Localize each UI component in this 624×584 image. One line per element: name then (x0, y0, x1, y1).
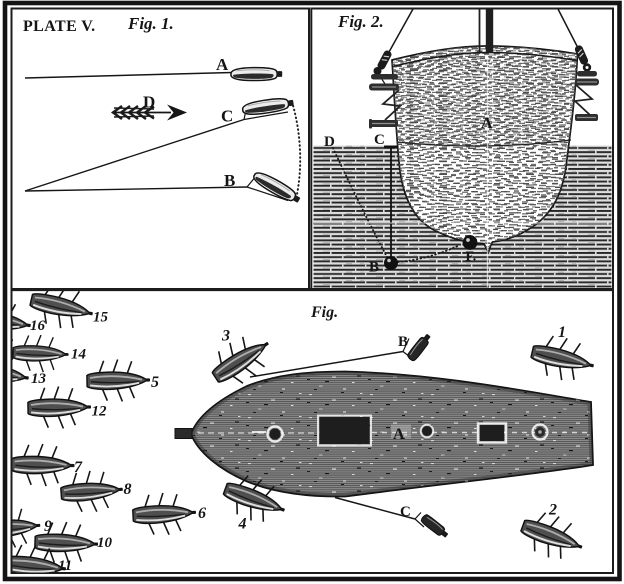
svg-text:A: A (481, 115, 493, 132)
svg-text:4: 4 (238, 516, 247, 533)
svg-text:15: 15 (93, 310, 109, 326)
svg-text:C: C (221, 107, 233, 126)
svg-text:B: B (369, 260, 379, 276)
svg-text:8: 8 (124, 481, 132, 498)
svg-text:14: 14 (71, 347, 87, 363)
svg-text:3: 3 (221, 328, 230, 345)
svg-text:9: 9 (44, 518, 52, 535)
svg-text:1: 1 (558, 324, 566, 341)
svg-text:A: A (393, 426, 405, 443)
svg-text:13: 13 (31, 371, 47, 387)
svg-text:2: 2 (548, 502, 557, 519)
svg-text:12: 12 (92, 404, 108, 420)
svg-text:7: 7 (74, 459, 83, 476)
svg-text:D: D (324, 134, 335, 150)
svg-text:6: 6 (198, 505, 206, 522)
svg-text:16: 16 (30, 318, 46, 334)
svg-text:C: C (374, 132, 385, 148)
svg-text:Fig. 1.: Fig. 1. (127, 14, 174, 33)
svg-text:F.: F. (466, 250, 477, 265)
svg-text:Fig. 2.: Fig. 2. (337, 12, 384, 31)
svg-text:B: B (398, 334, 408, 350)
svg-text:PLATE V.: PLATE V. (23, 18, 96, 35)
svg-text:A: A (216, 55, 229, 74)
svg-text:B: B (224, 171, 235, 190)
svg-text:11: 11 (58, 558, 72, 574)
svg-text:C: C (400, 504, 411, 520)
svg-text:10: 10 (97, 535, 113, 551)
svg-text:5: 5 (151, 374, 159, 391)
svg-text:Fig.: Fig. (310, 304, 338, 321)
